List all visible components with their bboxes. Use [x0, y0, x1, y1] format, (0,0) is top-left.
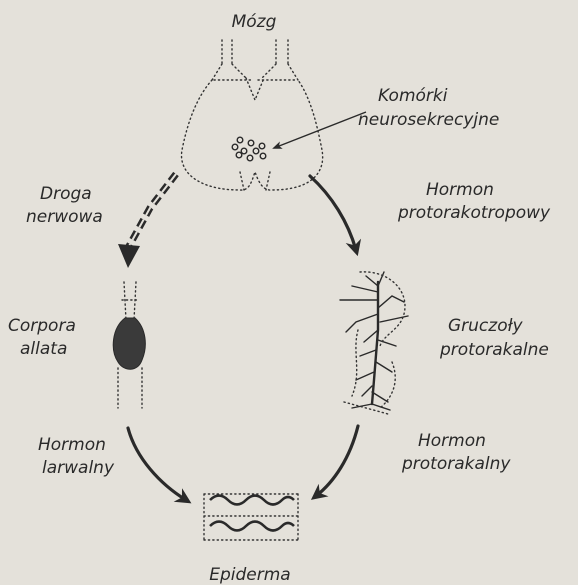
- corpora-allata-illustration: [113, 282, 145, 408]
- label-ecdysone-1: Hormon: [418, 431, 486, 451]
- ptth-arrow: [310, 176, 356, 250]
- label-epidermis: Epiderma: [209, 565, 290, 585]
- label-nerve-path-1: Droga: [40, 184, 92, 204]
- label-corpora-1: Corpora: [8, 316, 76, 336]
- label-juvenile-1: Hormon: [38, 435, 106, 455]
- ecdysone-arrow: [316, 426, 358, 496]
- label-nerve-path-2: nerwowa: [26, 207, 103, 227]
- label-glands-1: Gruczoły: [448, 316, 523, 336]
- neurosecretory-cells: [232, 137, 266, 161]
- label-ptth-1: Hormon: [426, 180, 494, 200]
- cells-pointer-arrow: [274, 112, 366, 148]
- label-neurosecretory-1: Komórki: [378, 86, 448, 106]
- epidermis-illustration: [204, 494, 298, 540]
- brain-illustration: [181, 40, 322, 190]
- label-brain: Mózg: [232, 12, 277, 32]
- label-glands-2: protorakalne: [439, 340, 549, 360]
- prothoracic-glands-illustration: [340, 272, 408, 414]
- label-ptth-2: protorakotropowy: [397, 203, 551, 223]
- label-ecdysone-2: protorakalny: [401, 454, 511, 474]
- juvenile-hormone-arrow: [128, 428, 186, 500]
- label-neurosecretory-2: neurosekrecyjne: [358, 110, 499, 130]
- label-juvenile-2: larwalny: [42, 458, 115, 478]
- label-corpora-2: allata: [20, 339, 67, 359]
- nerve-path-arrow: [118, 174, 176, 268]
